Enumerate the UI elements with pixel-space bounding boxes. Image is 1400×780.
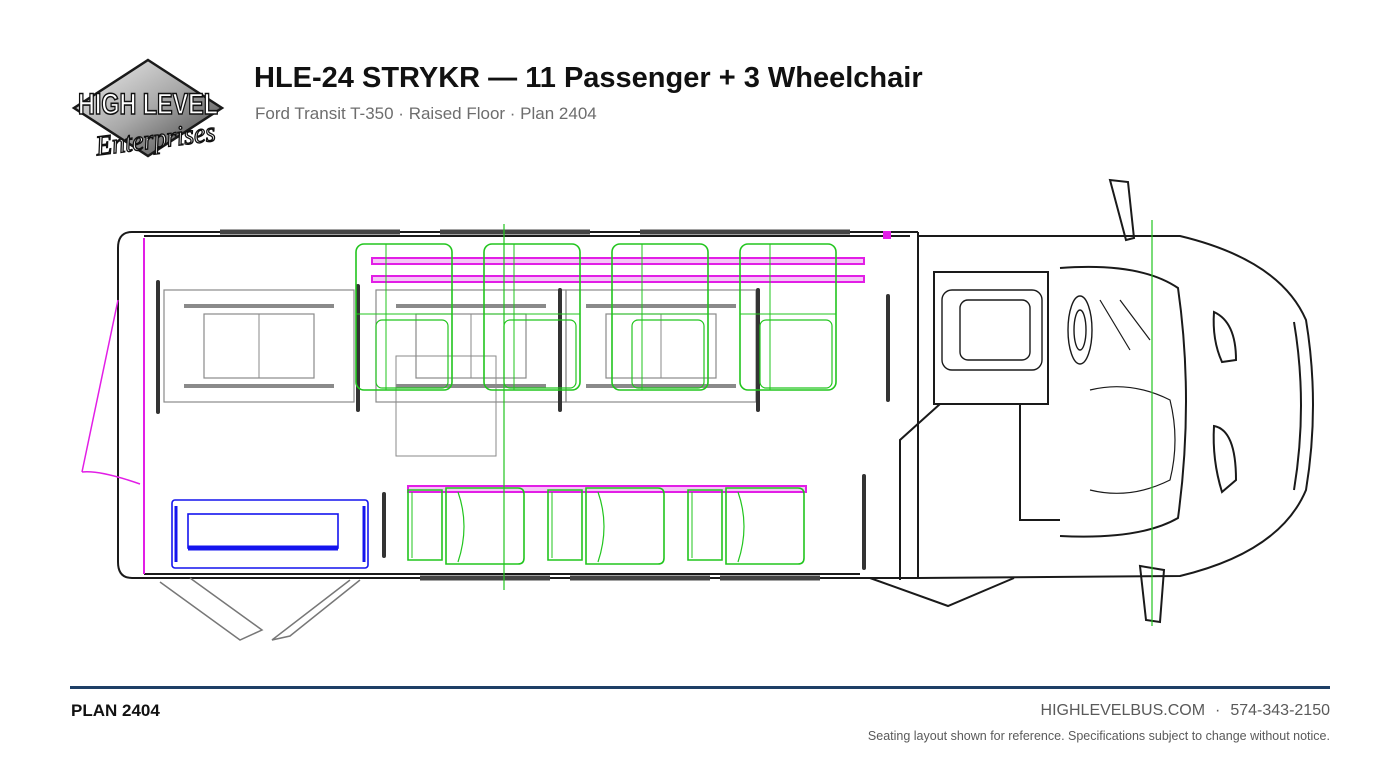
floor-tracks <box>143 231 891 574</box>
seat <box>407 487 525 565</box>
website-link[interactable]: HIGHLEVELBUS.COM <box>1040 702 1206 719</box>
contact-info: HIGHLEVELBUS.COM · 574-343-2150 <box>1041 702 1330 720</box>
wheelchair-position-1 <box>162 288 356 404</box>
reference-lines <box>503 220 1153 626</box>
separator: · <box>1215 702 1221 719</box>
floor-plan-diagram <box>81 178 1314 641</box>
wheelchair-footprint <box>395 355 497 457</box>
steering-wheel-icon <box>1067 295 1093 365</box>
wheelchair-lift-icon <box>171 499 369 569</box>
bus-body-outline <box>117 229 919 581</box>
seat <box>739 243 837 391</box>
driver-seat-icon <box>941 289 1043 371</box>
securement-rails <box>156 280 890 570</box>
rear-door <box>81 299 361 641</box>
high-level-enterprises-logo: HIGH LEVEL Enterprises <box>71 58 225 162</box>
seat <box>611 243 709 391</box>
page-title: HLE-24 STRYKR — 11 Passenger + 3 Wheelch… <box>254 62 923 94</box>
seat <box>687 487 805 565</box>
seat <box>547 487 665 565</box>
wheelchair-position-2 <box>374 288 568 404</box>
wheelchair-position-3 <box>564 288 758 404</box>
seat-row-bottom <box>407 487 805 565</box>
disclaimer-text: Seating layout shown for reference. Spec… <box>867 729 1330 743</box>
page-subtitle: Ford Transit T-350 · Raised Floor · Plan… <box>255 104 597 123</box>
phone-number[interactable]: 574-343-2150 <box>1230 702 1330 719</box>
cab-front <box>869 178 1314 624</box>
dashboard <box>1089 299 1176 494</box>
svg-text:HIGH LEVEL: HIGH LEVEL <box>78 88 218 121</box>
seat-row-top <box>355 243 837 391</box>
seat <box>355 243 453 391</box>
plan-code: PLAN 2404 <box>71 701 160 720</box>
footer-divider <box>70 686 1330 689</box>
